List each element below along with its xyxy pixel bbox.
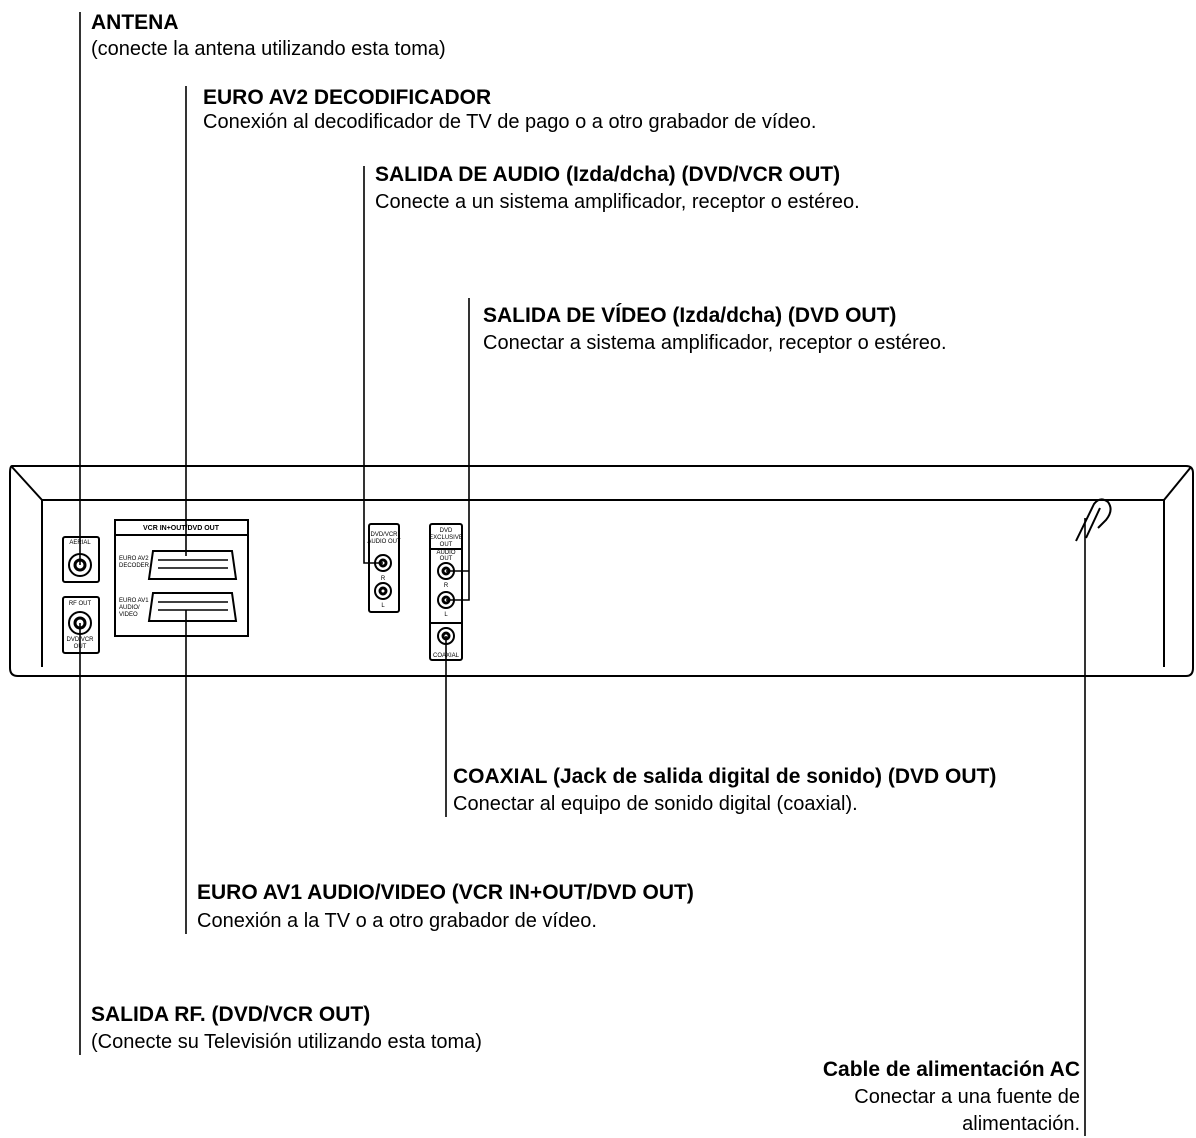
- salida-rf-title: SALIDA RF. (DVD/VCR OUT): [91, 1003, 371, 1026]
- audio-out-l-jack-icon: [374, 582, 392, 600]
- euro-av1-panel-label-3: VIDEO: [119, 612, 138, 618]
- leader-lines: [79, 12, 1086, 1136]
- audio-out-panel-label-1: DVD/VCR: [370, 532, 398, 538]
- coaxial-desc: Conectar al equipo de sonido digital (co…: [453, 793, 858, 815]
- video-out-l-label: L: [444, 612, 448, 618]
- dvd-exclusive-label-1: DVD: [440, 528, 453, 534]
- euro-av2-panel-label-1: EURO AV2: [119, 556, 149, 562]
- cable-ac-title: Cable de alimentación AC: [822, 1058, 1080, 1081]
- cable-ac-desc-2: alimentación.: [962, 1113, 1080, 1135]
- salida-audio-desc: Conecte a un sistema amplificador, recep…: [375, 191, 860, 213]
- euro-av1-panel-label-1: EURO AV1: [119, 598, 149, 604]
- scart-av1-connector-icon: [147, 592, 238, 622]
- dvd-vcr-panel-label-2: OUT: [74, 644, 87, 650]
- aerial-panel-label: AERIAL: [69, 540, 91, 546]
- antena-title: ANTENA: [91, 11, 179, 34]
- audio-out-block: [368, 523, 400, 613]
- antena-desc: (conecte la antena utilizando esta toma): [91, 38, 446, 60]
- power-cord-icon: [1075, 498, 1112, 542]
- audio-out-b-label-2: OUT: [440, 556, 453, 562]
- dvd-exclusive-label-2: EXCLUSIVE: [429, 535, 463, 541]
- euro-av1-desc: Conexión a la TV o a otro grabador de ví…: [197, 910, 597, 932]
- coaxial-title: COAXIAL (Jack de salida digital de sonid…: [453, 765, 997, 788]
- scart-block: [114, 519, 249, 637]
- euro-av1-panel-label-2: AUDIO/: [119, 605, 140, 611]
- euro-av2-desc: Conexión al decodificador de TV de pago …: [203, 111, 817, 133]
- euro-av2-panel-label-2: DECODER: [119, 563, 150, 569]
- coaxial-panel-label: COAXIAL: [433, 653, 460, 659]
- dvd-exclusive-label-3: OUT: [440, 542, 453, 548]
- audio-out-l-label: L: [381, 603, 385, 609]
- salida-rf-desc: (Conecte su Televisión utilizando esta t…: [91, 1031, 482, 1053]
- device-outline: [9, 465, 1194, 677]
- leader-salida-audio: [363, 166, 383, 564]
- audio-out-b-label-1: AUDIO: [436, 550, 455, 556]
- rf-out-panel-label: RF OUT: [69, 601, 92, 607]
- audio-out-r-label: R: [381, 576, 386, 582]
- video-out-r-label: R: [444, 583, 449, 589]
- dvd-vcr-panel-label-1: DVD/VCR: [66, 637, 94, 643]
- euro-av1-title: EURO AV1 AUDIO/VIDEO (VCR IN+OUT/DVD OUT…: [197, 881, 694, 904]
- audio-out-panel-label-2: AUDIO OUT: [367, 539, 401, 545]
- cable-ac-desc-1: Conectar a una fuente de: [854, 1086, 1080, 1108]
- salida-audio-title: SALIDA DE AUDIO (Izda/dcha) (DVD/VCR OUT…: [375, 163, 841, 186]
- leader-salida-video: [446, 298, 470, 601]
- euro-av2-title: EURO AV2 DECODIFICADOR: [203, 86, 492, 109]
- scart-av2-connector-icon: [147, 550, 238, 580]
- salida-video-desc: Conectar a sistema amplificador, recepto…: [483, 332, 947, 354]
- scart-header-label: VCR IN+OUT/DVD OUT: [143, 525, 220, 532]
- salida-video-title: SALIDA DE VÍDEO (Izda/dcha) (DVD OUT): [483, 304, 897, 327]
